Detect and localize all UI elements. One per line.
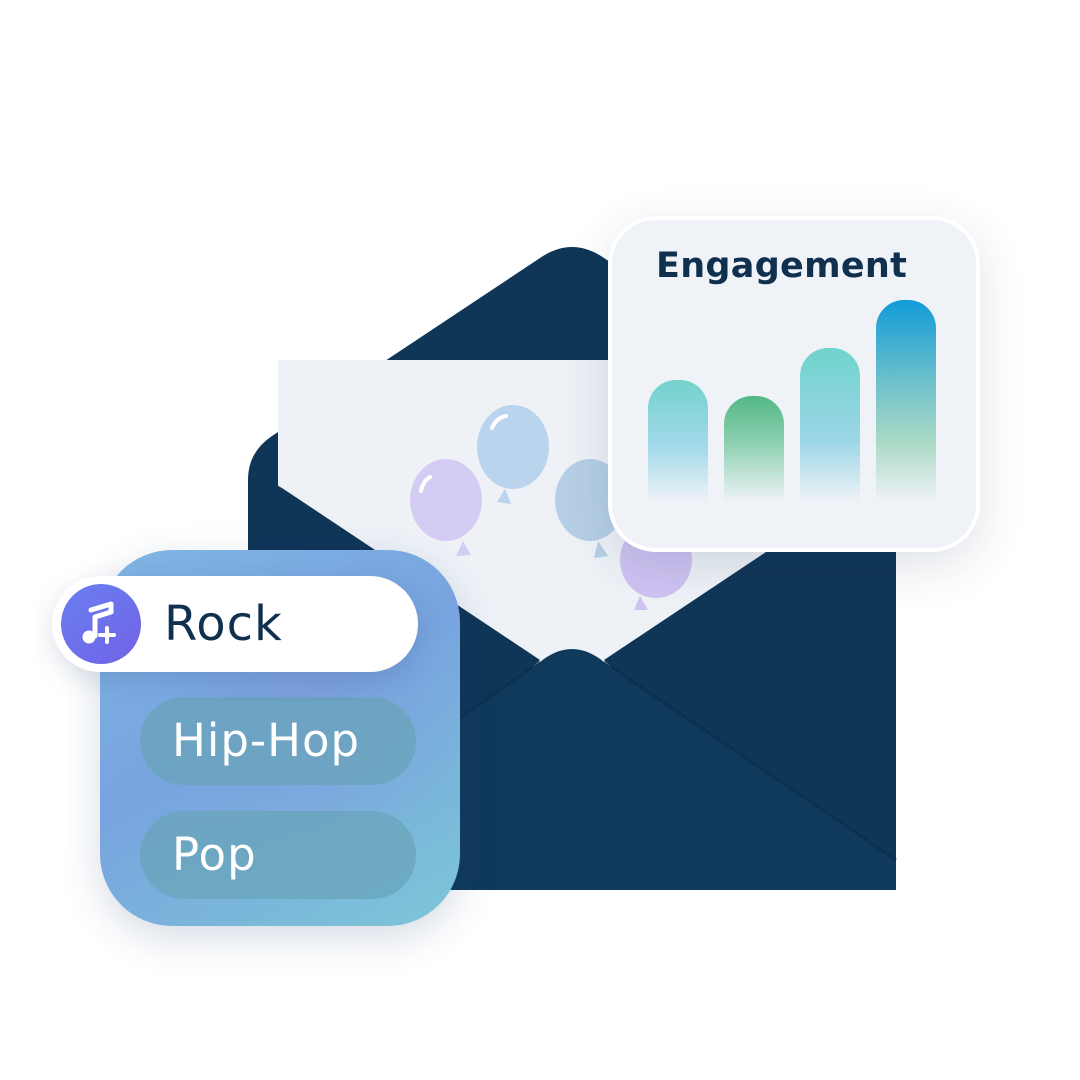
balloon-blue-1	[477, 405, 549, 504]
engagement-bar-4	[876, 300, 936, 502]
engagement-bar-2	[724, 396, 784, 502]
engagement-card: Engagement	[608, 216, 980, 552]
music-note-plus-icon	[61, 584, 141, 664]
genre-chip-pop[interactable]: Pop	[140, 811, 416, 899]
genre-chip-label: Pop	[172, 828, 257, 881]
envelope-front-right	[604, 478, 896, 890]
balloon-blue-2	[555, 459, 625, 558]
balloons-group	[410, 405, 692, 610]
genre-chip-hip-hop[interactable]: Hip-Hop	[140, 697, 416, 785]
engagement-title: Engagement	[656, 246, 908, 286]
engagement-bar-1	[648, 380, 708, 502]
genre-chip-rock-selected[interactable]: Rock	[52, 576, 418, 672]
genre-chip-label: Hip-Hop	[172, 714, 361, 767]
engagement-bar-3	[800, 348, 860, 502]
genre-chip-label: Rock	[164, 596, 283, 652]
balloon-purple-1	[410, 459, 482, 556]
